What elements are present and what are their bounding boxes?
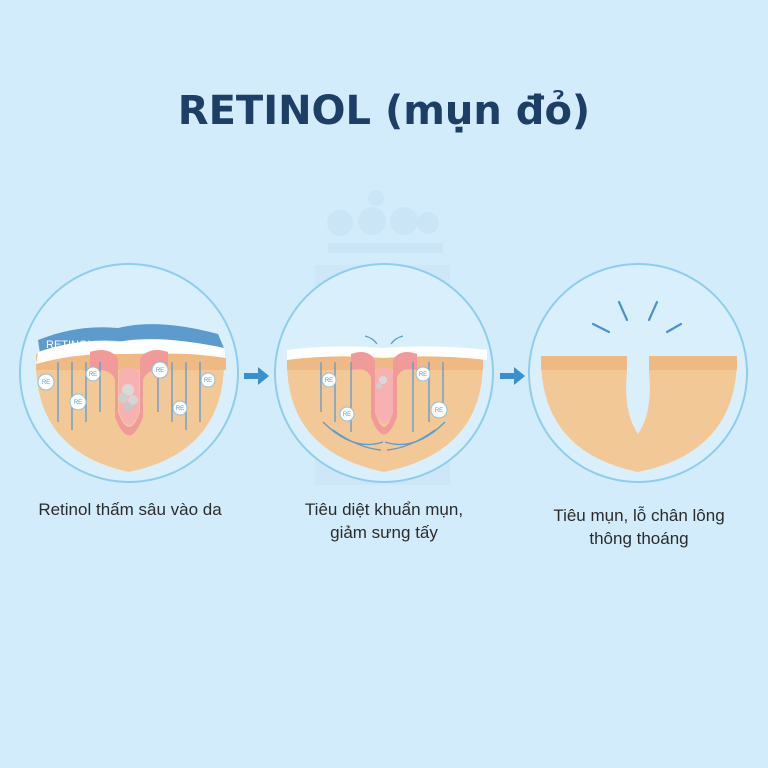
retinol-film-label: RETINOL — [46, 339, 94, 351]
re-particle-label: RE — [419, 372, 427, 378]
re-particle-label: RE — [176, 406, 184, 412]
step-2-caption: Tiêu diệt khuẩn mụn, giảm sưng tấy — [264, 498, 504, 544]
re-particle-label: RE — [204, 378, 212, 384]
re-particle-label: RE — [156, 368, 164, 374]
re-particle-label: RE — [325, 378, 333, 384]
page-title: RETINOL (mụn đỏ) — [177, 88, 591, 134]
caption-line: Tiêu mụn, lỗ chân lông — [553, 506, 725, 525]
step-1-diagram: RETINOL RE RE RE RE RE RE — [18, 262, 240, 484]
re-particle-label: RE — [343, 412, 351, 418]
step-3-caption: Tiêu mụn, lỗ chân lông thông thoáng — [519, 504, 759, 550]
re-particle-label: RE — [89, 372, 97, 378]
re-particle-label: RE — [74, 400, 82, 406]
caption-line: giảm sưng tấy — [330, 523, 438, 542]
step-1-caption: Retinol thấm sâu vào da — [10, 498, 250, 521]
caption-line: thông thoáng — [589, 529, 689, 548]
step-3-diagram — [527, 262, 749, 484]
caption-line: Tiêu diệt khuẩn mụn, — [304, 500, 464, 519]
step-arrow-icon — [244, 366, 270, 391]
step-2-diagram: RE RE RE RE — [273, 262, 495, 484]
re-particle-label: RE — [42, 380, 50, 386]
re-particle-label: RE — [435, 408, 443, 414]
caption-line: Retinol thấm sâu vào da — [38, 500, 222, 519]
step-arrow-icon — [500, 366, 526, 391]
